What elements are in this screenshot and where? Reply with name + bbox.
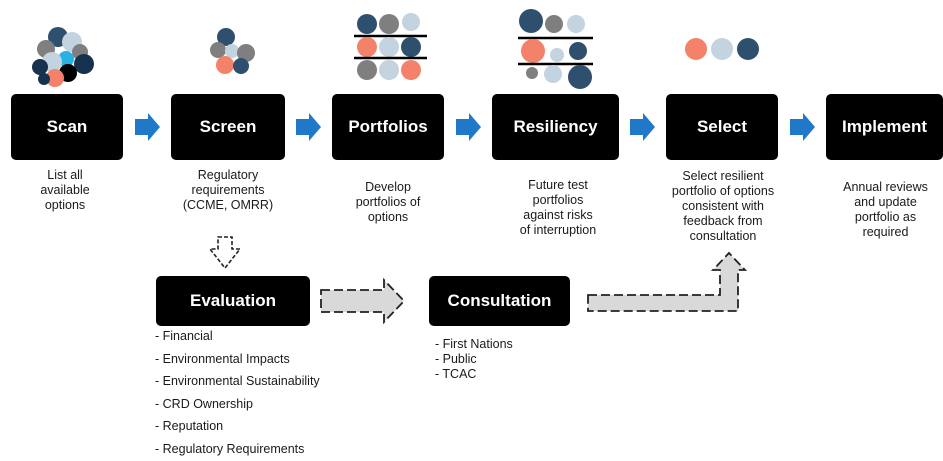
evaluation-item-regulatory-requirements: - Regulatory Requirements <box>155 441 305 456</box>
evaluation-box: Evaluation <box>156 276 310 326</box>
step-box-implement: Implement <box>826 94 943 160</box>
step-title-screen: Screen <box>199 117 257 136</box>
step-title-implement: Implement <box>841 117 928 136</box>
step-description-implement: Annual reviews and update portfolio as r… <box>843 180 928 239</box>
evaluation-item-environmental-sustainability: - Environmental Sustainability <box>155 374 320 389</box>
step-box-screen: Screen <box>171 94 285 160</box>
consultation-title: Consultation <box>447 291 552 310</box>
flow-arrow-icon <box>135 113 160 141</box>
consultation-item-public: - Public <box>435 352 477 366</box>
scan-options-cluster-icon <box>32 27 94 87</box>
resiliency-grid-icon <box>518 9 593 89</box>
consultation-group-list: - First Nations - Public - TCAC <box>435 337 513 382</box>
step-box-select: Select <box>666 94 778 160</box>
down-outline-arrow-icon <box>208 236 242 270</box>
step-description-resiliency: Future test portfolios against risks of … <box>519 178 597 237</box>
step-title-resiliency: Resiliency <box>513 117 598 136</box>
consultation-box: Consultation <box>429 276 570 326</box>
step-description-select: Select resilient portfolio of options co… <box>671 169 775 243</box>
step-title-portfolios: Portfolios <box>348 117 428 136</box>
step-title-scan: Scan <box>46 117 88 136</box>
step-description-scan: List all available options <box>40 168 90 212</box>
step-description-screen: Regulatory requirements (CCME, OMRR) <box>182 168 274 212</box>
evaluation-item-environmental-impacts: - Environmental Impacts <box>155 351 290 366</box>
step-box-portfolios: Portfolios <box>332 94 444 160</box>
evaluation-criteria-list: - Financial - Environmental Impacts - En… <box>155 325 320 461</box>
elbow-outline-arrow-icon <box>587 251 748 312</box>
flow-arrow-icon <box>790 113 815 141</box>
step-box-resiliency: Resiliency <box>492 94 619 160</box>
evaluation-item-financial: - Financial <box>155 329 213 343</box>
step-title-select: Select <box>696 117 748 136</box>
consultation-item-tcac: - TCAC <box>435 367 477 381</box>
selected-portfolio-icon <box>685 38 759 60</box>
flow-arrow-icon <box>456 113 481 141</box>
step-description-portfolios: Develop portfolios of options <box>355 180 421 224</box>
screen-options-cluster-icon <box>210 28 255 74</box>
evaluation-item-reputation: - Reputation <box>155 419 224 434</box>
evaluation-item-crd-ownership: - CRD Ownership <box>155 396 253 411</box>
right-outline-arrow-icon <box>320 277 406 325</box>
consultation-item-first-nations: - First Nations <box>435 337 513 351</box>
step-box-scan: Scan <box>11 94 123 160</box>
portfolios-grid-icon <box>354 13 427 80</box>
flow-arrow-icon <box>296 113 321 141</box>
flow-arrow-icon <box>630 113 655 141</box>
evaluation-title: Evaluation <box>190 291 276 310</box>
